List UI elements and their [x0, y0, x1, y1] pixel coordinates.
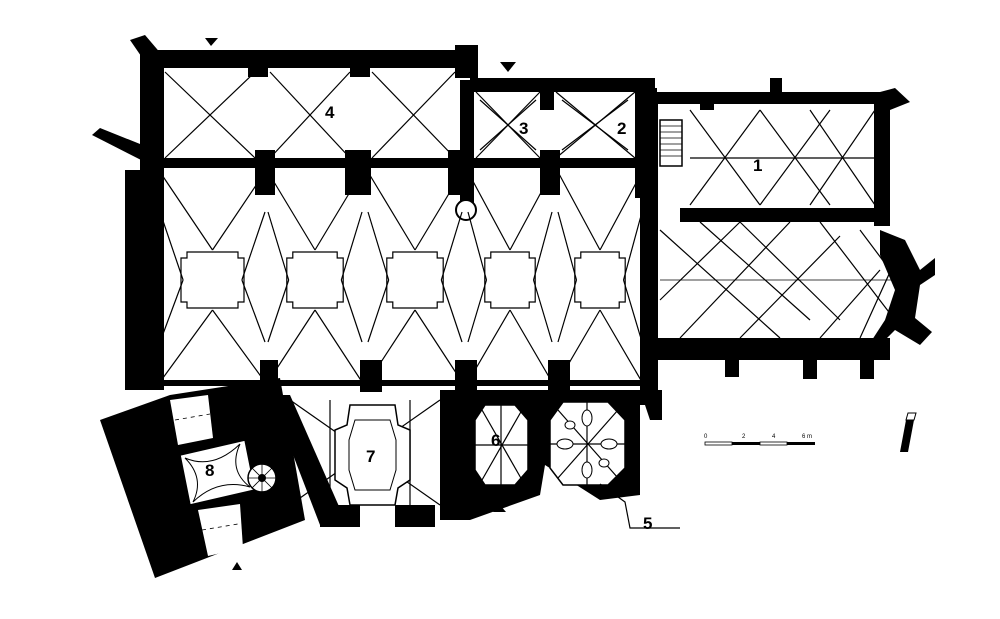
room-8-block — [100, 378, 305, 578]
north-arrow-icon — [900, 412, 917, 452]
label-room-3: 3 — [519, 119, 528, 138]
room-labels: 1 2 3 4 5 6 7 8 — [205, 103, 762, 533]
east-apse-vault — [659, 221, 906, 339]
label-room-1: 1 — [753, 156, 762, 175]
room-4-vaults — [164, 38, 474, 195]
label-room-7: 7 — [366, 447, 375, 466]
label-room-5: 5 — [643, 514, 652, 533]
label-room-2: 2 — [617, 119, 626, 138]
exterior-walls — [92, 35, 935, 420]
main-hall-net-vault — [159, 171, 643, 392]
scale-bar: 0 2 4 6 m — [704, 434, 815, 446]
scale-tick-0: 0 — [704, 434, 708, 440]
rooms-2-3-vaults — [455, 62, 657, 221]
rooms-5-6-vaults — [455, 390, 680, 529]
label-room-4: 4 — [325, 103, 335, 122]
scale-tick-4: 4 — [772, 434, 776, 440]
label-room-6: 6 — [491, 431, 500, 450]
scale-tick-6: 6 m — [802, 434, 812, 440]
scale-tick-2: 2 — [742, 434, 746, 440]
label-room-8: 8 — [205, 461, 214, 480]
room-1-vaults — [659, 78, 876, 206]
